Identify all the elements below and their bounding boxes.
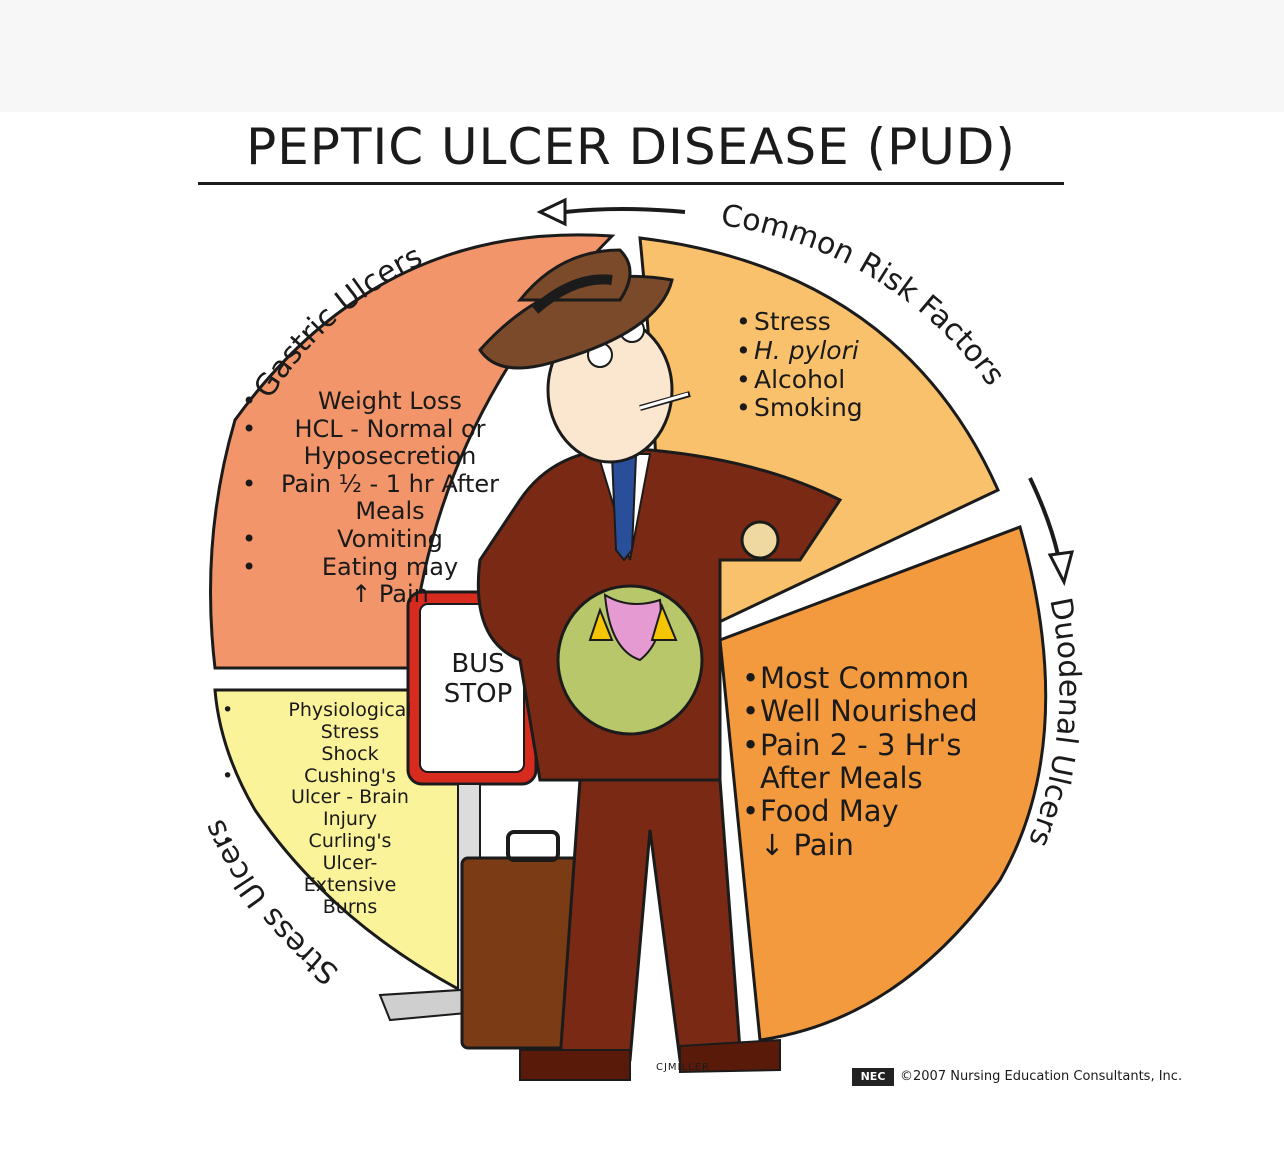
arrow-left-icon [536, 197, 686, 227]
copyright-notice: NEC ©2007 Nursing Education Consultants,… [852, 1068, 1182, 1086]
list-item: Alcohol [736, 365, 863, 395]
list-item: Curling's [222, 830, 460, 853]
man-figure [476, 248, 843, 1081]
arrow-down-icon [1028, 477, 1075, 587]
duodenal-list: Most Common Well Nourished Pain 2 - 3 Hr… [742, 661, 1020, 862]
bus-stop-line1: BUS [451, 649, 505, 679]
list-item: Most Common [742, 661, 1020, 696]
list-item: Injury [322, 808, 378, 831]
duodenal-segment [718, 525, 1048, 1042]
list-item: Extensive [303, 873, 397, 896]
top-band [0, 0, 1284, 112]
list-item: Meals [355, 497, 425, 526]
list-item: Physiological [222, 699, 460, 722]
list-item: Well Nourished [742, 694, 1020, 729]
list-item: Vomiting [242, 525, 520, 554]
list-item: H. pylori [736, 336, 863, 366]
list-item: Weight Loss [242, 387, 520, 416]
nec-logo: NEC [852, 1068, 894, 1086]
list-item: Shock [321, 742, 379, 765]
list-item: HCL - Normal or [242, 415, 520, 444]
list-item: Stress [736, 307, 863, 337]
list-item: Pain 2 - 3 Hr's [742, 728, 1020, 763]
list-item: Ulcer - Brain [291, 786, 409, 809]
list-item: Hyposecretion [303, 442, 477, 471]
bus-stop-text: BUS STOP [430, 649, 526, 710]
title-underline [198, 182, 1064, 185]
list-item: ↓ Pain [760, 827, 854, 862]
page-title: PEPTIC ULCER DISEASE (PUD) [246, 118, 1016, 176]
artist-signature: CJMILLER [656, 1062, 710, 1073]
list-item: Eating may [242, 553, 520, 582]
risk-list: Stress H. pylori Alcohol Smoking [736, 307, 863, 423]
list-item: Cushing's [222, 765, 460, 788]
stress-list: Physiological Stress Shock Cushing's Ulc… [222, 699, 460, 918]
list-item: Ulcer- [322, 851, 378, 874]
list-item: Smoking [736, 393, 863, 423]
list-item: Stress [320, 720, 380, 743]
bus-stop-line2: STOP [443, 678, 513, 709]
list-item: Pain ½ - 1 hr After [242, 470, 520, 499]
list-item: After Meals [760, 761, 923, 796]
copyright-text: ©2007 Nursing Education Consultants, Inc… [900, 1068, 1183, 1084]
gastric-list: Weight Loss HCL - Normal or Hyposecretio… [242, 387, 520, 609]
list-item: Food May [742, 795, 1020, 830]
list-item: Burns [322, 895, 378, 918]
list-item: ↑ Pain [351, 580, 429, 609]
